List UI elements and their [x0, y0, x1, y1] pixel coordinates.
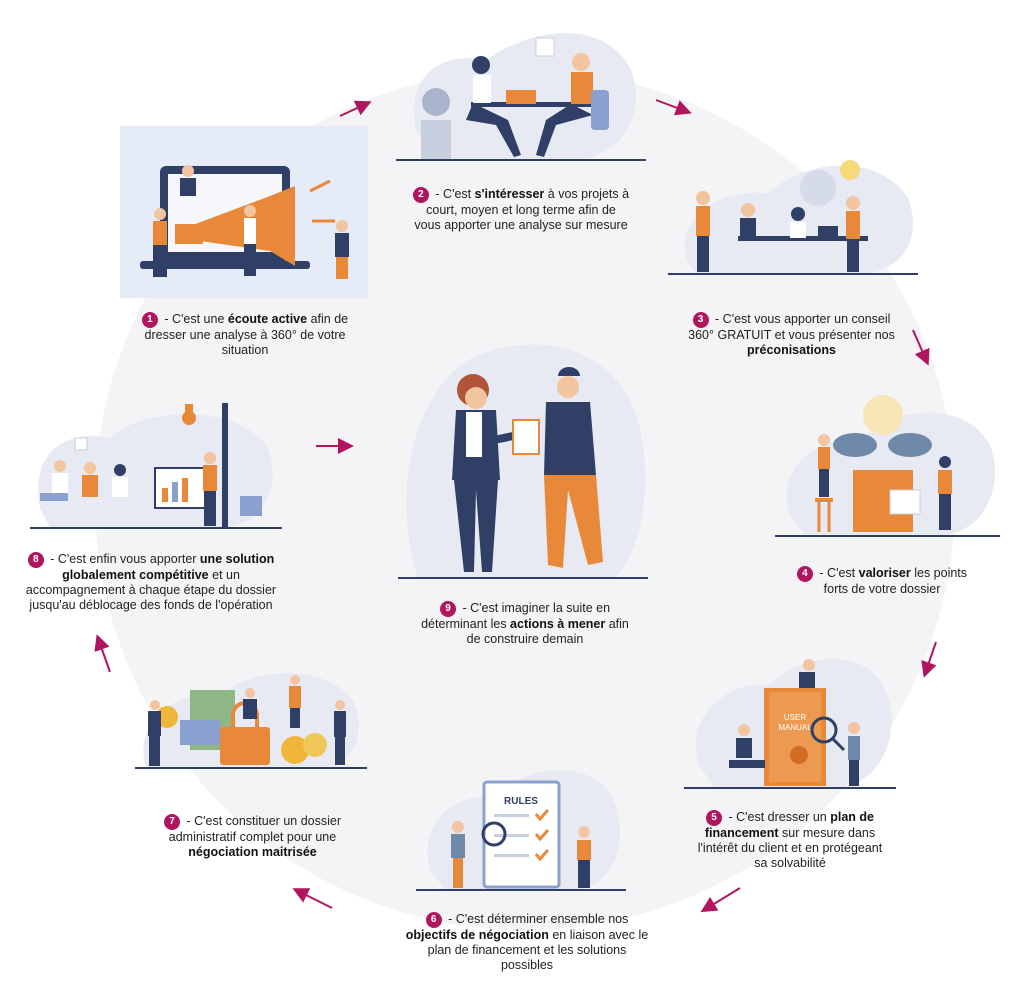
step-8: 8 - C'est enfin vous apporter une soluti…	[25, 552, 277, 612]
illustration-meeting	[396, 20, 646, 165]
step-6: 6 - C'est déterminer ensemble nos object…	[405, 912, 649, 972]
illustration-money	[135, 665, 367, 770]
arrow-7-to-8	[94, 634, 111, 673]
step-number-badge: 2	[412, 187, 429, 203]
illustration-user-manual: USER MANUAL	[684, 640, 896, 790]
step-1: 1 - C'est une écoute active afin de dres…	[135, 312, 355, 358]
illustration-active-listening	[120, 126, 368, 298]
step-3: 3 - C'est vous apporter un conseil 360° …	[688, 312, 895, 357]
step-number-badge: 6	[425, 912, 442, 928]
arrow-6-to-7	[292, 888, 333, 909]
svg-text:MANUAL: MANUAL	[778, 723, 812, 732]
illustration-center-handshake	[398, 340, 648, 580]
step-4: 4 - C'est valoriser les points forts de …	[792, 566, 972, 597]
illustration-team-advice	[668, 148, 918, 276]
step-5: 5 - C'est dresser un plan de financement…	[697, 810, 883, 870]
svg-text:RULES: RULES	[504, 796, 538, 807]
step-number-badge: 9	[439, 601, 456, 617]
step-2: 2 - C'est s'intéresser à vos projets à c…	[412, 187, 630, 232]
illustration-presentation	[30, 398, 282, 530]
megaphone-icon	[190, 186, 295, 266]
step-number-badge: 7	[163, 814, 180, 830]
arrow-2-to-3	[655, 99, 692, 116]
step-9: 9 - C'est imaginer la suite en détermina…	[421, 601, 629, 646]
step-number-badge: 1	[141, 312, 158, 328]
arrow-4-to-5	[921, 641, 937, 678]
arrow-3-to-4	[912, 329, 930, 366]
step-number-badge: 3	[692, 312, 709, 328]
illustration-rules: RULES	[416, 752, 626, 892]
step-number-badge: 8	[27, 552, 44, 568]
arrow-5-to-6	[700, 887, 741, 913]
illustration-plant-idea	[775, 390, 1000, 538]
step-number-badge: 5	[706, 810, 723, 826]
step-number-badge: 4	[796, 566, 813, 582]
arrow-1-to-2	[339, 100, 372, 117]
svg-text:USER: USER	[784, 713, 806, 722]
step-7: 7 - C'est constituer un dossier administ…	[145, 814, 360, 860]
